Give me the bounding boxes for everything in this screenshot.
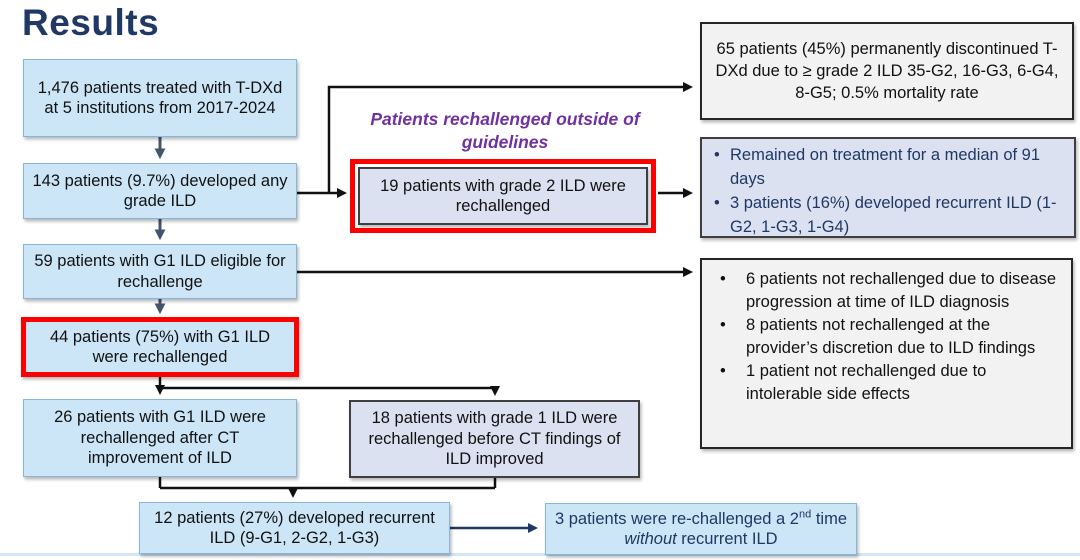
second-rechallenge-mid: time xyxy=(811,509,847,528)
box-remained-treatment: Remained on treatment for a median of 91… xyxy=(700,137,1076,238)
page-title: Results xyxy=(22,2,160,43)
box-discontinued-text: 65 patients (45%) permanently discontinu… xyxy=(715,39,1059,103)
box-developed-ild-text: 143 patients (9.7%) developed any grade … xyxy=(32,171,288,210)
box-eligible-rechallenge: 59 patients with G1 ILD eligible for rec… xyxy=(23,244,297,299)
reason-bullet: 1 patient not rechallenged due to intole… xyxy=(712,360,1061,406)
box-rechallenged-after-ct: 26 patients with G1 ILD were rechallenge… xyxy=(23,399,297,477)
treatment-bullet: Remained on treatment for a median of 91… xyxy=(712,144,1064,192)
label-outside-guidelines: Patients rechallenged outside of guideli… xyxy=(370,109,640,152)
reason-bullet: 8 patients not rechallenged at the provi… xyxy=(712,314,1061,360)
box-grade2-rechallenged: 19 patients with grade 2 ILD were rechal… xyxy=(350,159,656,233)
box-not-rechallenged-reasons: 6 patients not rechallenged due to disea… xyxy=(700,258,1073,449)
box-eligible-rechallenge-text: 59 patients with G1 ILD eligible for rec… xyxy=(34,252,286,291)
box-rechallenged-before-ct-text: 18 patients with grade 1 ILD were rechal… xyxy=(368,409,621,469)
box-developed-ild: 143 patients (9.7%) developed any grade … xyxy=(23,163,297,219)
arrow-branch-to-before-ct xyxy=(160,386,500,396)
box-rechallenged-after-ct-text: 26 patients with G1 ILD were rechallenge… xyxy=(54,408,266,468)
arrow-developed-to-discontinued xyxy=(327,82,693,193)
reason-bullet: 6 patients not rechallenged due to disea… xyxy=(712,268,1061,314)
box-treated-patients: 1,476 patients treated with T-DXd at 5 i… xyxy=(23,59,297,137)
box-g1-rechallenged: 44 patients (75%) with G1 ILD were recha… xyxy=(21,317,299,377)
box-recurrent-ild-text: 12 patients (27%) developed recurrent IL… xyxy=(154,508,435,547)
box-discontinued: 65 patients (45%) permanently discontinu… xyxy=(700,22,1074,120)
box-recurrent-ild: 12 patients (27%) developed recurrent IL… xyxy=(139,502,450,554)
second-rechallenge-superscript: nd xyxy=(798,508,812,521)
box-grade2-rechallenged-text: 19 patients with grade 2 ILD were rechal… xyxy=(380,176,626,215)
treatment-bullet: 3 patients (16%) developed recurrent ILD… xyxy=(712,192,1064,240)
box-second-rechallenge-text: 3 patients were re-challenged a 2nd time… xyxy=(554,509,848,550)
slide-bottom-border xyxy=(0,553,1080,556)
second-rechallenge-italic: without xyxy=(624,530,677,548)
second-rechallenge-number: 2 xyxy=(789,509,799,528)
box-treated-patients-text: 1,476 patients treated with T-DXd at 5 i… xyxy=(37,78,283,117)
box-rechallenged-before-ct: 18 patients with grade 1 ILD were rechal… xyxy=(349,400,640,478)
box-g1-rechallenged-text: 44 patients (75%) with G1 ILD were recha… xyxy=(49,327,271,366)
merge-lines xyxy=(158,477,497,490)
second-rechallenge-suffix: recurrent ILD xyxy=(676,530,778,548)
reasons-bullet-list: 6 patients not rechallenged due to disea… xyxy=(712,268,1061,407)
second-rechallenge-prefix: 3 patients were re-challenged a xyxy=(554,509,790,528)
box-second-rechallenge: 3 patients were re-challenged a 2nd time… xyxy=(545,503,857,555)
treatment-bullet-list: Remained on treatment for a median of 91… xyxy=(712,144,1064,240)
